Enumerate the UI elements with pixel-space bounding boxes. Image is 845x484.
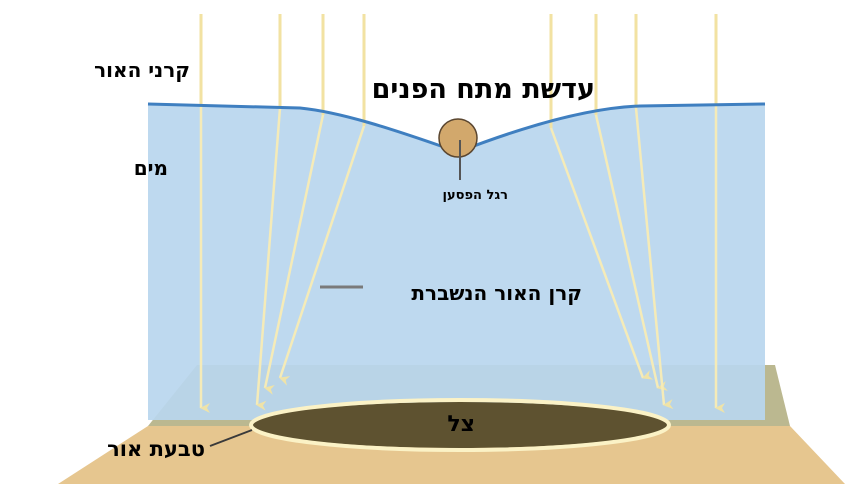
light-rays-label: קרני האור: [94, 58, 190, 82]
shadow-spot: [253, 402, 667, 448]
light-ring: [249, 398, 671, 452]
ground-near: [58, 426, 845, 484]
diagram-title: עדשת מתח הפנים: [371, 74, 595, 105]
strider-leg-label: רגל הפסען: [442, 188, 508, 203]
incoming-rays: [199, 14, 718, 128]
refracted-ray-label: קרן האור הנשברת: [411, 281, 582, 305]
light-ring-label: טבעת אור: [107, 437, 205, 461]
water-label: מים: [133, 156, 168, 180]
ring-leader-line: [209, 429, 253, 447]
water-rays: [199, 106, 725, 413]
ray-refracted-1: [255, 107, 282, 411]
ray-refracted-2: [263, 114, 325, 395]
shadow-label: צל: [447, 412, 475, 437]
ray-refracted-4: [549, 127, 654, 380]
ray-refracted-5: [594, 114, 668, 391]
ray-refracted-6: [634, 107, 674, 410]
ray-refracted-3: [278, 125, 366, 386]
strider-leg: [438, 118, 478, 158]
